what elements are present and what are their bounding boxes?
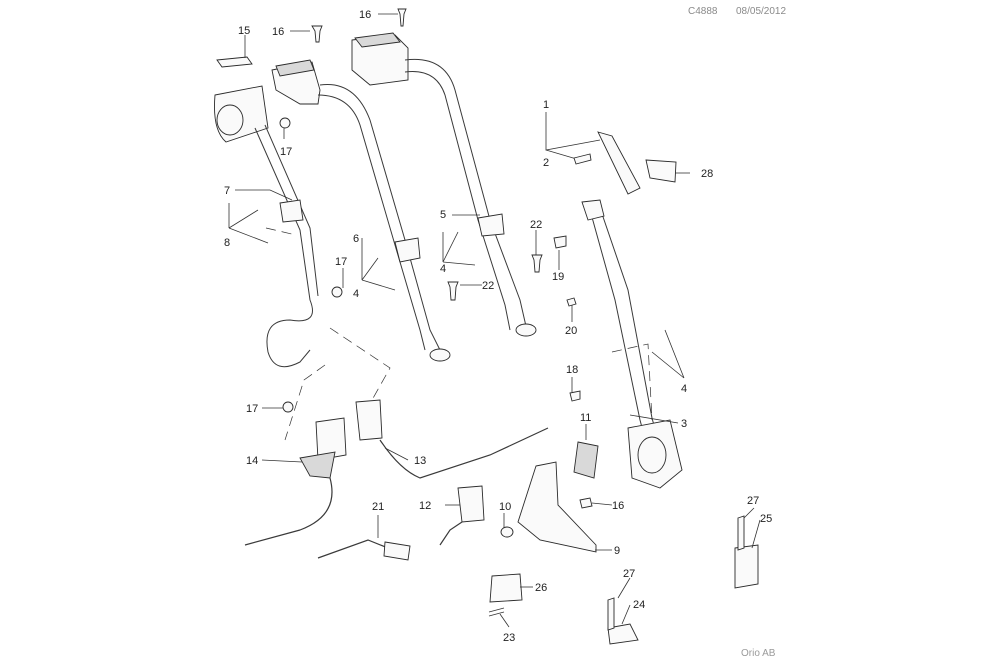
callout-25: 25 — [760, 513, 772, 525]
callout-2: 2 — [543, 157, 549, 169]
screw-16-lower — [579, 497, 593, 509]
callout-8: 8 — [224, 237, 230, 249]
callout-27-upper: 27 — [747, 495, 759, 507]
left-belt-webbing — [254, 127, 313, 368]
callout-13: 13 — [414, 455, 426, 467]
screw-19 — [553, 235, 567, 249]
right-retractor-spool — [637, 436, 667, 474]
upper-mounting-bracket — [216, 56, 253, 68]
guide-loop — [279, 199, 304, 223]
screw-2 — [573, 153, 592, 165]
center-retractor-top — [275, 59, 315, 77]
bolt-27-upper — [737, 515, 745, 551]
callout-11: 11 — [580, 412, 591, 424]
callout-18: 18 — [566, 364, 578, 376]
screw-16-left — [311, 25, 323, 43]
left-outer-belt-assembly — [214, 56, 319, 368]
callout-22-lower: 22 — [482, 280, 494, 292]
nut-17-middle — [331, 286, 343, 298]
callout-4-right: 4 — [681, 383, 687, 395]
callout-9: 9 — [614, 545, 620, 557]
callout-12: 12 — [419, 500, 431, 512]
right-belt-webbing-edge — [599, 207, 663, 456]
buckle-12 — [457, 485, 485, 523]
callout-labels: 1 2 3 4 4 4 4 5 6 7 8 9 10 11 12 13 14 1… — [224, 9, 772, 644]
callout-3: 3 — [681, 418, 687, 430]
callout-4-center: 4 — [440, 263, 446, 275]
clip-23 — [488, 607, 505, 617]
right-middle-belt-webbing-edge — [404, 70, 511, 331]
screw-16-top — [397, 8, 407, 27]
assembly-guide-lines — [265, 227, 653, 441]
screw-22-upper — [531, 254, 543, 273]
callout-5: 5 — [440, 209, 446, 221]
callout-leader-lines — [228, 13, 761, 628]
diagram-reference-code: C4888 — [688, 6, 718, 17]
left-buckle — [315, 417, 347, 461]
center-buckle — [355, 399, 383, 441]
screw-20 — [566, 297, 577, 307]
screw-18 — [569, 390, 581, 402]
right-middle-belt-guide — [477, 213, 505, 237]
middle-belt-webbing — [319, 83, 446, 361]
callout-22-upper: 22 — [530, 219, 542, 231]
callout-14: 14 — [246, 455, 258, 467]
ring-24 — [607, 623, 639, 645]
rear-upper-retractors — [271, 32, 537, 362]
right-middle-belt-webbing — [404, 58, 529, 336]
buckle-9-arm — [517, 461, 597, 553]
ring-25 — [734, 544, 759, 589]
harness-21 — [317, 539, 389, 559]
bracket-11 — [573, 441, 599, 479]
callout-17-middle: 17 — [335, 256, 347, 268]
middle-anchor — [429, 348, 451, 362]
washer-10 — [500, 526, 514, 538]
right-rear-retractor-top — [354, 32, 401, 48]
callout-1: 1 — [543, 99, 549, 111]
retractor-spool — [216, 104, 244, 136]
callout-21: 21 — [372, 501, 384, 513]
buckle-cable-13 — [379, 427, 549, 479]
nut-17-upper — [279, 117, 291, 129]
nut-17-lower — [282, 401, 294, 413]
left-belt-webbing-edge — [264, 124, 319, 297]
left-buckle-wire — [244, 477, 333, 546]
callout-16-top: 16 — [359, 9, 371, 21]
buckle-12-wire — [439, 521, 463, 546]
anchor-rings — [488, 515, 759, 645]
callout-16-lower: 16 — [612, 500, 624, 512]
copyright-label: Orio AB — [741, 648, 776, 659]
diagram-date: 08/05/2012 — [736, 6, 787, 17]
callout-28: 28 — [701, 168, 713, 180]
screw-22-lower — [447, 281, 459, 301]
callout-24: 24 — [633, 599, 645, 611]
callout-15: 15 — [238, 25, 250, 37]
callout-4-left: 4 — [353, 288, 359, 300]
callout-26: 26 — [535, 582, 547, 594]
upper-belt-guide — [581, 199, 605, 221]
height-adjuster — [597, 131, 641, 195]
callout-17-upper: 17 — [280, 146, 292, 158]
callout-19: 19 — [552, 271, 564, 283]
callout-6: 6 — [353, 233, 359, 245]
callout-16-left: 16 — [272, 26, 284, 38]
cover-panel — [645, 159, 677, 183]
bolt-27-lower — [607, 597, 615, 631]
callout-27-lower: 27 — [623, 568, 635, 580]
callout-17-lower: 17 — [246, 403, 258, 415]
connector-21 — [383, 541, 411, 561]
buckle-assemblies — [244, 399, 599, 561]
middle-belt-guide — [394, 237, 421, 263]
right-middle-anchor — [515, 323, 537, 337]
bracket-26 — [489, 573, 523, 603]
callout-7: 7 — [224, 185, 230, 197]
left-buckle-bracket — [299, 451, 336, 479]
callout-10: 10 — [499, 501, 511, 513]
middle-belt-webbing-edge — [317, 94, 426, 351]
fasteners — [279, 8, 593, 509]
callout-23: 23 — [503, 632, 515, 644]
callout-20: 20 — [565, 325, 577, 337]
right-outer-belt-assembly — [581, 131, 683, 489]
